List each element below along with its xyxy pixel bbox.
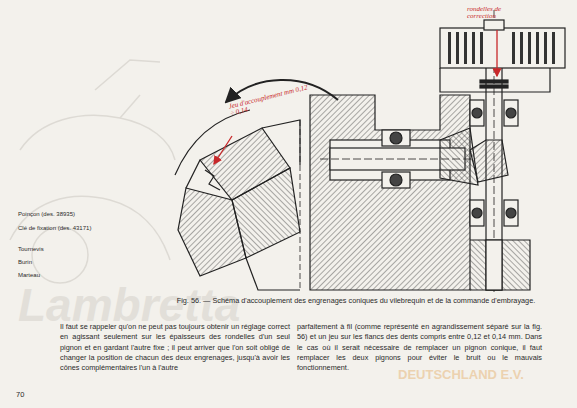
watermark: DEUTSCHLAND E.V. [398, 368, 558, 381]
page-number: 70 [16, 390, 46, 399]
tool-name: Clé de fixation (des. 43171) [18, 225, 98, 233]
tool-name: Poinçon (des. 38935) [18, 211, 100, 219]
gear-detail [175, 110, 300, 290]
washer-note: rondelles de correction [467, 6, 529, 21]
main-assembly [310, 10, 565, 292]
washer-arrow [496, 30, 497, 76]
body-text: parfaitement à fil (comme représenté en … [297, 322, 542, 374]
tool-name: Marteau [18, 272, 98, 280]
figure-caption: Fig. 56. — Schéma d'accouplement des eng… [157, 296, 555, 305]
tool-name: Tournevis [18, 246, 98, 254]
body-text: Il faut se rappeler qu'on ne peut pas to… [60, 322, 290, 374]
play-note: Jeu d'accouplement mm 0,12 ÷ 0,14 [228, 84, 311, 118]
play-arrow [214, 136, 232, 164]
scooter-sketch [10, 60, 175, 283]
tool-name: Burin [18, 259, 98, 267]
